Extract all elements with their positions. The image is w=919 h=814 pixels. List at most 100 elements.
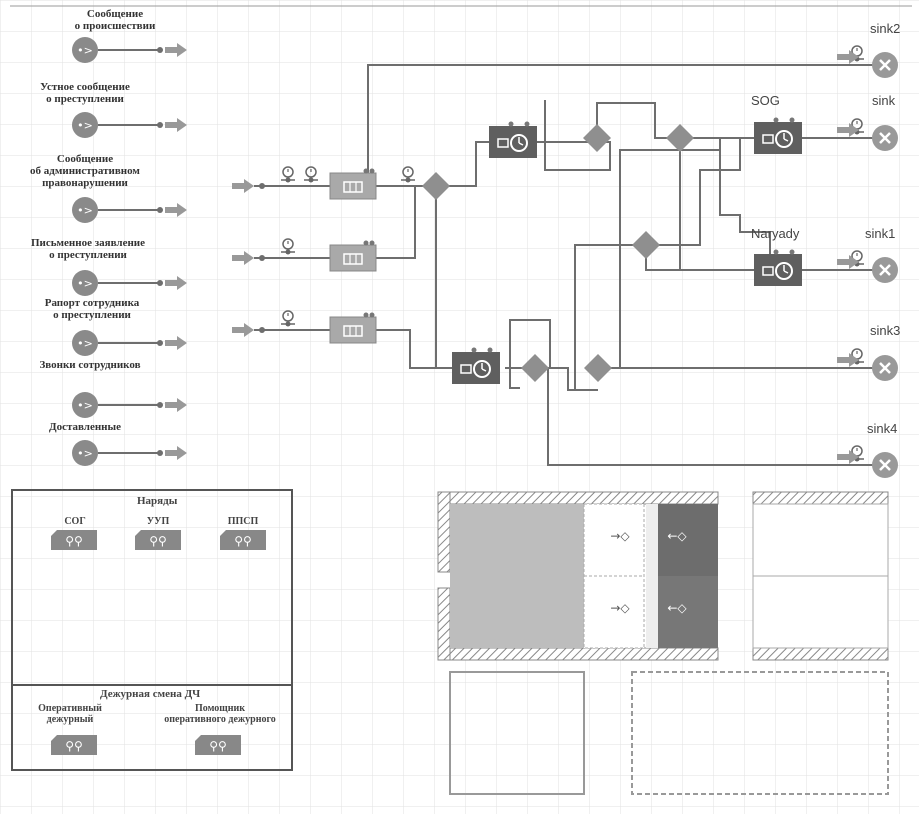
source-icon xyxy=(72,197,98,223)
panel-divider xyxy=(11,684,293,686)
service-clock-icon xyxy=(473,360,491,378)
source-glyph: •> xyxy=(77,204,93,217)
source-label-line: Сообщение xyxy=(56,153,114,165)
select-output-4 xyxy=(632,231,660,259)
wall-right-top xyxy=(752,491,889,505)
clock-icon xyxy=(282,310,294,322)
resource-pool-shape xyxy=(220,530,266,550)
clock-hand xyxy=(481,368,487,372)
port-dot xyxy=(369,240,375,246)
clock-icon xyxy=(402,166,414,178)
service-block-naryady xyxy=(754,249,802,286)
arrow-shape xyxy=(165,336,187,350)
resource-label-line: Оперативный xyxy=(38,703,102,714)
delay-icon xyxy=(401,166,415,183)
resource-pool-duty-officer: ⚲⚲ xyxy=(51,735,97,755)
people-icon: ⚲⚲ xyxy=(149,534,167,548)
port-dot xyxy=(157,47,163,53)
source-node-5: •> xyxy=(72,330,163,356)
diamond-shape xyxy=(584,354,612,382)
resource-pool-shape xyxy=(195,735,241,755)
clock-hand xyxy=(783,138,789,142)
port-dot xyxy=(157,280,163,286)
source-node-4: •> xyxy=(72,270,163,296)
close-icon xyxy=(879,459,891,471)
delay-dot xyxy=(285,321,291,327)
close-icon xyxy=(879,132,891,144)
select-output-5 xyxy=(521,354,549,382)
resource-label-sog: СОГ xyxy=(64,516,86,527)
service-queue-icon xyxy=(762,266,774,276)
source-out-arrow-icon xyxy=(165,446,187,460)
naryady-block-label: Naryady xyxy=(751,226,800,241)
route-to-sink2 xyxy=(367,64,885,173)
clock-hand xyxy=(783,270,789,274)
queue-block-body xyxy=(329,244,377,272)
source-icon xyxy=(72,270,98,296)
resource-pool-shape xyxy=(51,530,97,550)
service-block-sog xyxy=(754,117,802,154)
service-block-body xyxy=(754,254,802,286)
source-label-oral: Устное сообщение о преступлении xyxy=(20,81,150,105)
source-glyph: •> xyxy=(77,447,93,460)
queue-block-body xyxy=(329,172,377,200)
port-dot xyxy=(363,168,369,174)
port-dot xyxy=(487,347,493,353)
connector-line xyxy=(376,329,458,369)
source-label-line: Устное сообщение xyxy=(40,81,130,93)
resource-pool-shape xyxy=(51,735,97,755)
delay-dot xyxy=(285,249,291,255)
people-icon: ⚲⚲ xyxy=(209,739,227,753)
arrow-shape xyxy=(165,276,187,290)
resource-pool-shape xyxy=(135,530,181,550)
sink-node xyxy=(872,125,898,151)
attractor-icon: →◇ xyxy=(610,529,630,543)
arrow-shape xyxy=(837,50,859,64)
queue-icon xyxy=(343,181,363,193)
queue-block-body xyxy=(329,316,377,344)
source-out-arrow-icon xyxy=(165,43,187,57)
service-clock-icon xyxy=(510,134,528,152)
queue-block-1 xyxy=(329,168,377,200)
people-icon: ⚲⚲ xyxy=(234,534,252,548)
port-dot xyxy=(773,249,779,255)
arrow-shape xyxy=(165,43,187,57)
diamond-shape xyxy=(521,354,549,382)
arrow-shape xyxy=(837,353,859,367)
source-node-2: •> xyxy=(72,112,163,138)
gap-strip xyxy=(646,504,658,648)
port-dot xyxy=(157,122,163,128)
clock-hand xyxy=(518,142,524,146)
sink3-label: sink3 xyxy=(870,323,901,338)
duty-panel-title: Дежурная смена ДЧ xyxy=(100,688,201,700)
diamond-shape xyxy=(666,124,694,152)
resource-label-line: Помощник xyxy=(195,703,245,714)
service-block-lower xyxy=(452,347,500,384)
port-dot xyxy=(259,183,265,189)
port-dot xyxy=(259,255,265,261)
room-area xyxy=(450,504,584,648)
source-label-line: о преступлении xyxy=(49,249,127,261)
delay-dot xyxy=(285,177,291,183)
source-label-line: Звонки сотрудников xyxy=(39,359,141,371)
source-label-line: о происшествии xyxy=(74,20,156,32)
people-icon: ⚲⚲ xyxy=(65,739,83,753)
connector-line xyxy=(719,138,771,258)
port-dot xyxy=(508,121,514,127)
resource-pool-uup: ⚲⚲ xyxy=(135,530,181,550)
resource-pool-assistant: ⚲⚲ xyxy=(195,735,241,755)
sink1-label: sink1 xyxy=(865,226,896,241)
source-label-line: о преступлении xyxy=(46,93,124,105)
source-label-line: о преступлении xyxy=(53,309,131,321)
port-dot xyxy=(789,249,795,255)
clock-icon xyxy=(282,238,294,250)
sink-in-arrow-icon xyxy=(837,50,859,64)
source-label-line: об административном xyxy=(30,165,140,177)
attractor-icon: →◇ xyxy=(610,601,630,615)
resources-panel xyxy=(11,489,293,771)
select-output-2 xyxy=(583,124,611,152)
source-label-calls: Звонки сотрудников xyxy=(15,359,165,371)
arrow-shape xyxy=(165,398,187,412)
sink1-node xyxy=(872,257,898,283)
source-out-arrow-icon xyxy=(165,276,187,290)
